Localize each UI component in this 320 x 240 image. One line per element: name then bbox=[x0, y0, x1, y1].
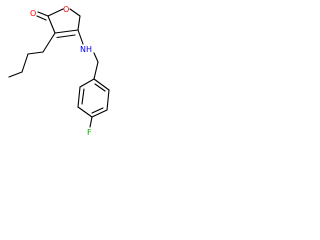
benzene-bond-5 bbox=[77, 86, 81, 108]
bond-butyl-4 bbox=[8, 71, 23, 78]
bond-butyl-1 bbox=[42, 32, 56, 53]
bond-c4-nh bbox=[77, 29, 84, 45]
molecule-canvas: O O NH F bbox=[0, 0, 150, 150]
bond-nh-ch2 bbox=[93, 52, 99, 63]
bond-c2-carbonyl-o-double bbox=[36, 15, 47, 21]
bond-c-f bbox=[89, 116, 93, 128]
bond-c4-c3 bbox=[54, 29, 79, 34]
amine-label: NH bbox=[80, 45, 92, 54]
bond-c5-c4 bbox=[77, 15, 81, 31]
bond-o1-c5 bbox=[69, 8, 81, 17]
benzene-double-1 bbox=[94, 83, 106, 92]
benzene-bond-3 bbox=[91, 109, 108, 118]
bond-ch2-ring bbox=[93, 61, 99, 80]
bond-c2-carbonyl-o bbox=[37, 11, 49, 17]
benzene-bond-2 bbox=[106, 89, 110, 111]
bond-butyl-3 bbox=[21, 53, 29, 73]
bond-butyl-2 bbox=[27, 51, 44, 55]
bond-c2-o1 bbox=[47, 8, 64, 17]
bond-c3-c2 bbox=[47, 15, 56, 34]
benzene-double-2 bbox=[91, 107, 104, 114]
benzene-bond-4 bbox=[77, 106, 93, 118]
carbonyl-oxygen-label: O bbox=[30, 9, 36, 18]
benzene-double-3 bbox=[81, 88, 85, 105]
fluorine-label: F bbox=[87, 128, 92, 137]
ring-oxygen-label: O bbox=[63, 5, 69, 14]
bond-c4-c3-double bbox=[56, 34, 76, 39]
benzene-bond-6 bbox=[79, 78, 95, 88]
benzene-bond-1 bbox=[93, 78, 110, 91]
structure-diagram: O O NH F bbox=[8, 5, 110, 137]
